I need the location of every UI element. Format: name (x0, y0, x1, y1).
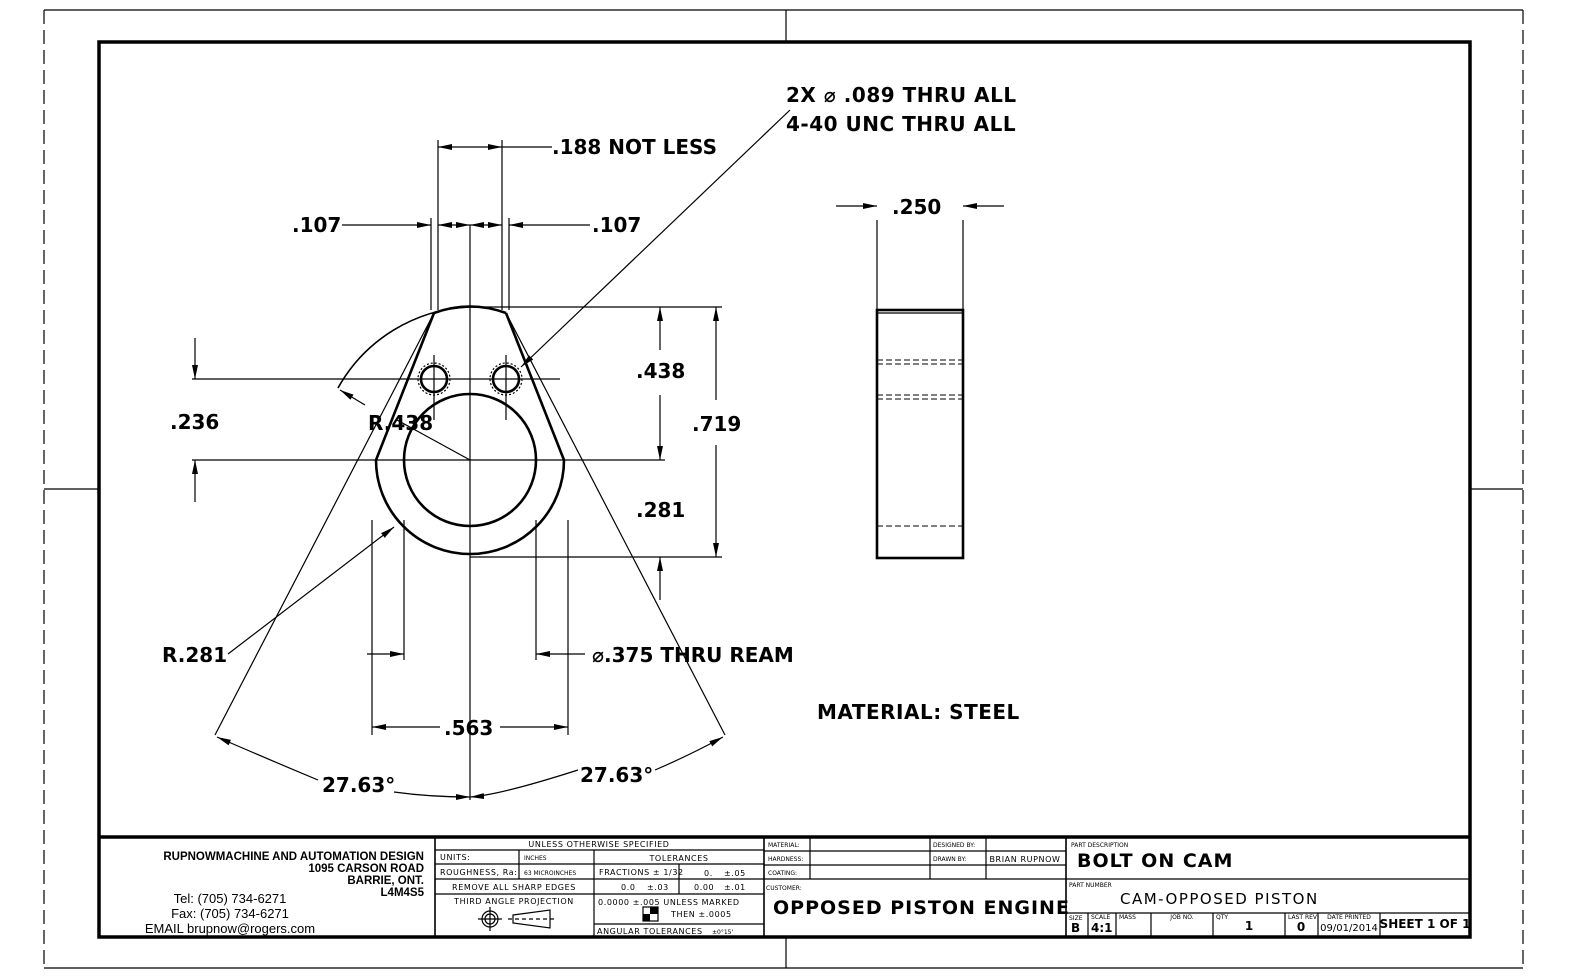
dim-height-lower: .281 (636, 498, 685, 522)
customer-label: CUSTOMER: (766, 885, 802, 892)
mass-label: MASS (1119, 914, 1136, 921)
size-label: SIZE (1069, 915, 1083, 922)
company-fax: Fax: (705) 734-6271 (171, 906, 289, 921)
tol-000-label: 0.00 (694, 883, 714, 892)
size-value: B (1071, 921, 1080, 935)
hardness-label: HARDNESS: (768, 856, 803, 863)
hole-callout-line2: 4-40 UNC THRU ALL (786, 112, 1016, 136)
last-rev-value: 0 (1297, 920, 1305, 934)
projection-label: THIRD ANGLE PROJECTION (453, 897, 574, 906)
company-email[interactable]: EMAIL brupnow@rogers.com (145, 921, 315, 936)
tol-00-label: 0.0 (621, 883, 636, 892)
side-view: .250 (836, 195, 1004, 560)
tol-0000: 0.0000 ±.005 UNLESS MARKED (598, 898, 740, 907)
dim-left-offset: .107 (292, 213, 341, 237)
tol-0-label: 0. (704, 869, 713, 878)
drawn-by-label: DRAWN BY: (933, 856, 966, 863)
coating-label: COATING: (768, 870, 797, 877)
sheet-outer-border (43, 9, 1524, 969)
third-angle-projection-icon (478, 907, 556, 931)
dim-angle-left: 27.63° (322, 773, 395, 797)
part-description: BOLT ON CAM (1077, 850, 1233, 872)
dim-right-offset: .107 (592, 213, 641, 237)
part-description-label: PART DESCRIPTION (1071, 842, 1128, 849)
scale-value: 4:1 (1091, 921, 1113, 935)
specs-header: UNLESS OTHERWISE SPECIFIED (528, 840, 669, 849)
job-label: JOB NO. (1169, 914, 1193, 921)
dim-thickness: .250 (892, 195, 941, 219)
dim-height-upper: .438 (636, 359, 685, 383)
qty-value: 1 (1245, 919, 1253, 933)
angular-tol-label: ANGULAR TOLERANCES (597, 927, 703, 936)
tol-000-value: ±.01 (724, 883, 746, 892)
tolerances-header: TOLERANCES (648, 854, 708, 863)
customer-value: OPPOSED PISTON ENGINE (773, 897, 1070, 919)
drawn-by-value: BRIAN RUPNOW (989, 855, 1060, 864)
sheet-number: SHEET 1 OF 1 (1380, 917, 1471, 931)
part-number-label: PART NUMBER (1069, 882, 1112, 889)
company-postal: L4M4S5 (381, 887, 425, 899)
dim-outer-radius: R.438 (368, 411, 433, 435)
edges-note: REMOVE ALL SHARP EDGES (452, 883, 576, 892)
dim-inner-radius: R.281 (162, 643, 227, 667)
dim-bore: ⌀.375 THRU REAM (592, 643, 794, 667)
company-address1: 1095 CARSON ROAD (308, 863, 424, 875)
dim-angle-right: 27.63° (580, 763, 653, 787)
tol-0-value: ±.05 (724, 869, 746, 878)
hole-callout-leader (520, 109, 791, 368)
hole-callout-line1: 2X ⌀ .089 THRU ALL (786, 83, 1017, 107)
part-number: CAM-OPPOSED PISTON (1120, 890, 1319, 908)
tol-then: THEN ±.0005 (670, 910, 732, 919)
units-label: UNITS: (440, 853, 470, 862)
material-label: MATERIAL: (768, 842, 800, 849)
date-printed-label: DATE PRINTED (1327, 914, 1371, 921)
front-view: .188 NOT LESS .107 .107 2X ⌀ .089 THRU A… (162, 83, 1017, 800)
roughness-label: ROUGHNESS, Ra: (440, 868, 518, 877)
material-note: MATERIAL: STEEL (817, 700, 1020, 724)
last-rev-label: LAST REV (1288, 914, 1318, 921)
tol-00-value: ±.03 (647, 883, 669, 892)
roughness-value: 63 MICROINCHES (524, 870, 576, 877)
angular-tol-value: ±0°15' (712, 929, 733, 936)
dim-bore-width: .563 (444, 716, 493, 740)
dim-slot-width: .188 NOT LESS (552, 135, 717, 159)
company-name: RUPNOWMACHINE AND AUTOMATION DESIGN (163, 851, 424, 863)
qty-label: QTY (1216, 914, 1228, 921)
tol-fractions: FRACTIONS ± 1/32 (599, 868, 684, 877)
company-tel: Tel: (705) 734-6271 (174, 891, 287, 906)
date-printed-value: 09/01/2014 (1320, 923, 1378, 934)
cam-left-flank (374, 312, 436, 461)
side-view-body (875, 308, 965, 560)
datum-target-icon (642, 906, 659, 922)
scale-label: SCALE (1091, 914, 1110, 921)
company-address2: BARRIE, ONT. (347, 875, 424, 887)
units-value: INCHES (524, 855, 547, 862)
designed-by-label: DESIGNED BY: (933, 842, 975, 849)
dim-hole-vertical-offset: .236 (170, 410, 219, 434)
cam-right-flank (504, 312, 566, 461)
drawing-frame (97, 40, 1472, 939)
title-block: RUPNOWMACHINE AND AUTOMATION DESIGN 1095… (99, 835, 1471, 937)
dim-height-total: .719 (692, 412, 741, 436)
